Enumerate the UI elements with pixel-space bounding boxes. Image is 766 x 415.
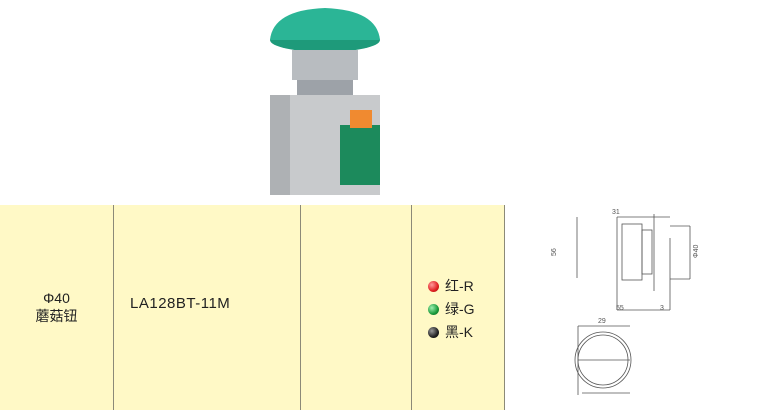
red-dot-icon bbox=[428, 281, 439, 292]
dim-top: 31 bbox=[612, 209, 620, 216]
type-label: 蘑菇钮 bbox=[35, 307, 78, 324]
color-label: 绿-G bbox=[445, 301, 475, 317]
dim-diameter: Φ40 bbox=[693, 245, 700, 258]
model-number: LA128BT-11M bbox=[130, 295, 231, 312]
column-divider bbox=[300, 205, 301, 410]
black-dot-icon bbox=[428, 327, 439, 338]
empty-cell bbox=[301, 205, 411, 410]
dim-height: 56 bbox=[551, 248, 558, 256]
column-divider bbox=[504, 205, 505, 410]
green-dot-icon bbox=[428, 304, 439, 315]
size-label: Φ40 bbox=[43, 289, 70, 306]
color-label: 黑-K bbox=[445, 324, 473, 340]
dim-gap: 3 bbox=[660, 305, 664, 312]
column-divider bbox=[411, 205, 412, 410]
dimension-drawing: 31 56 55 3 Φ40 29 bbox=[540, 200, 766, 410]
dim-width: 29 bbox=[598, 318, 606, 325]
model-cell: LA128BT-11M bbox=[114, 205, 300, 410]
product-photo bbox=[255, 0, 395, 200]
color-option-red: 红-R bbox=[428, 275, 475, 298]
dim-length: 55 bbox=[616, 305, 624, 312]
spec-type-cell: Φ40 蘑菇钮 bbox=[0, 205, 113, 410]
color-options: 红-R 绿-G 黑-K bbox=[428, 275, 475, 344]
spec-row bbox=[0, 205, 505, 410]
color-option-green: 绿-G bbox=[428, 298, 475, 321]
color-label: 红-R bbox=[445, 278, 474, 294]
column-divider bbox=[113, 205, 114, 410]
color-option-black: 黑-K bbox=[428, 321, 475, 344]
